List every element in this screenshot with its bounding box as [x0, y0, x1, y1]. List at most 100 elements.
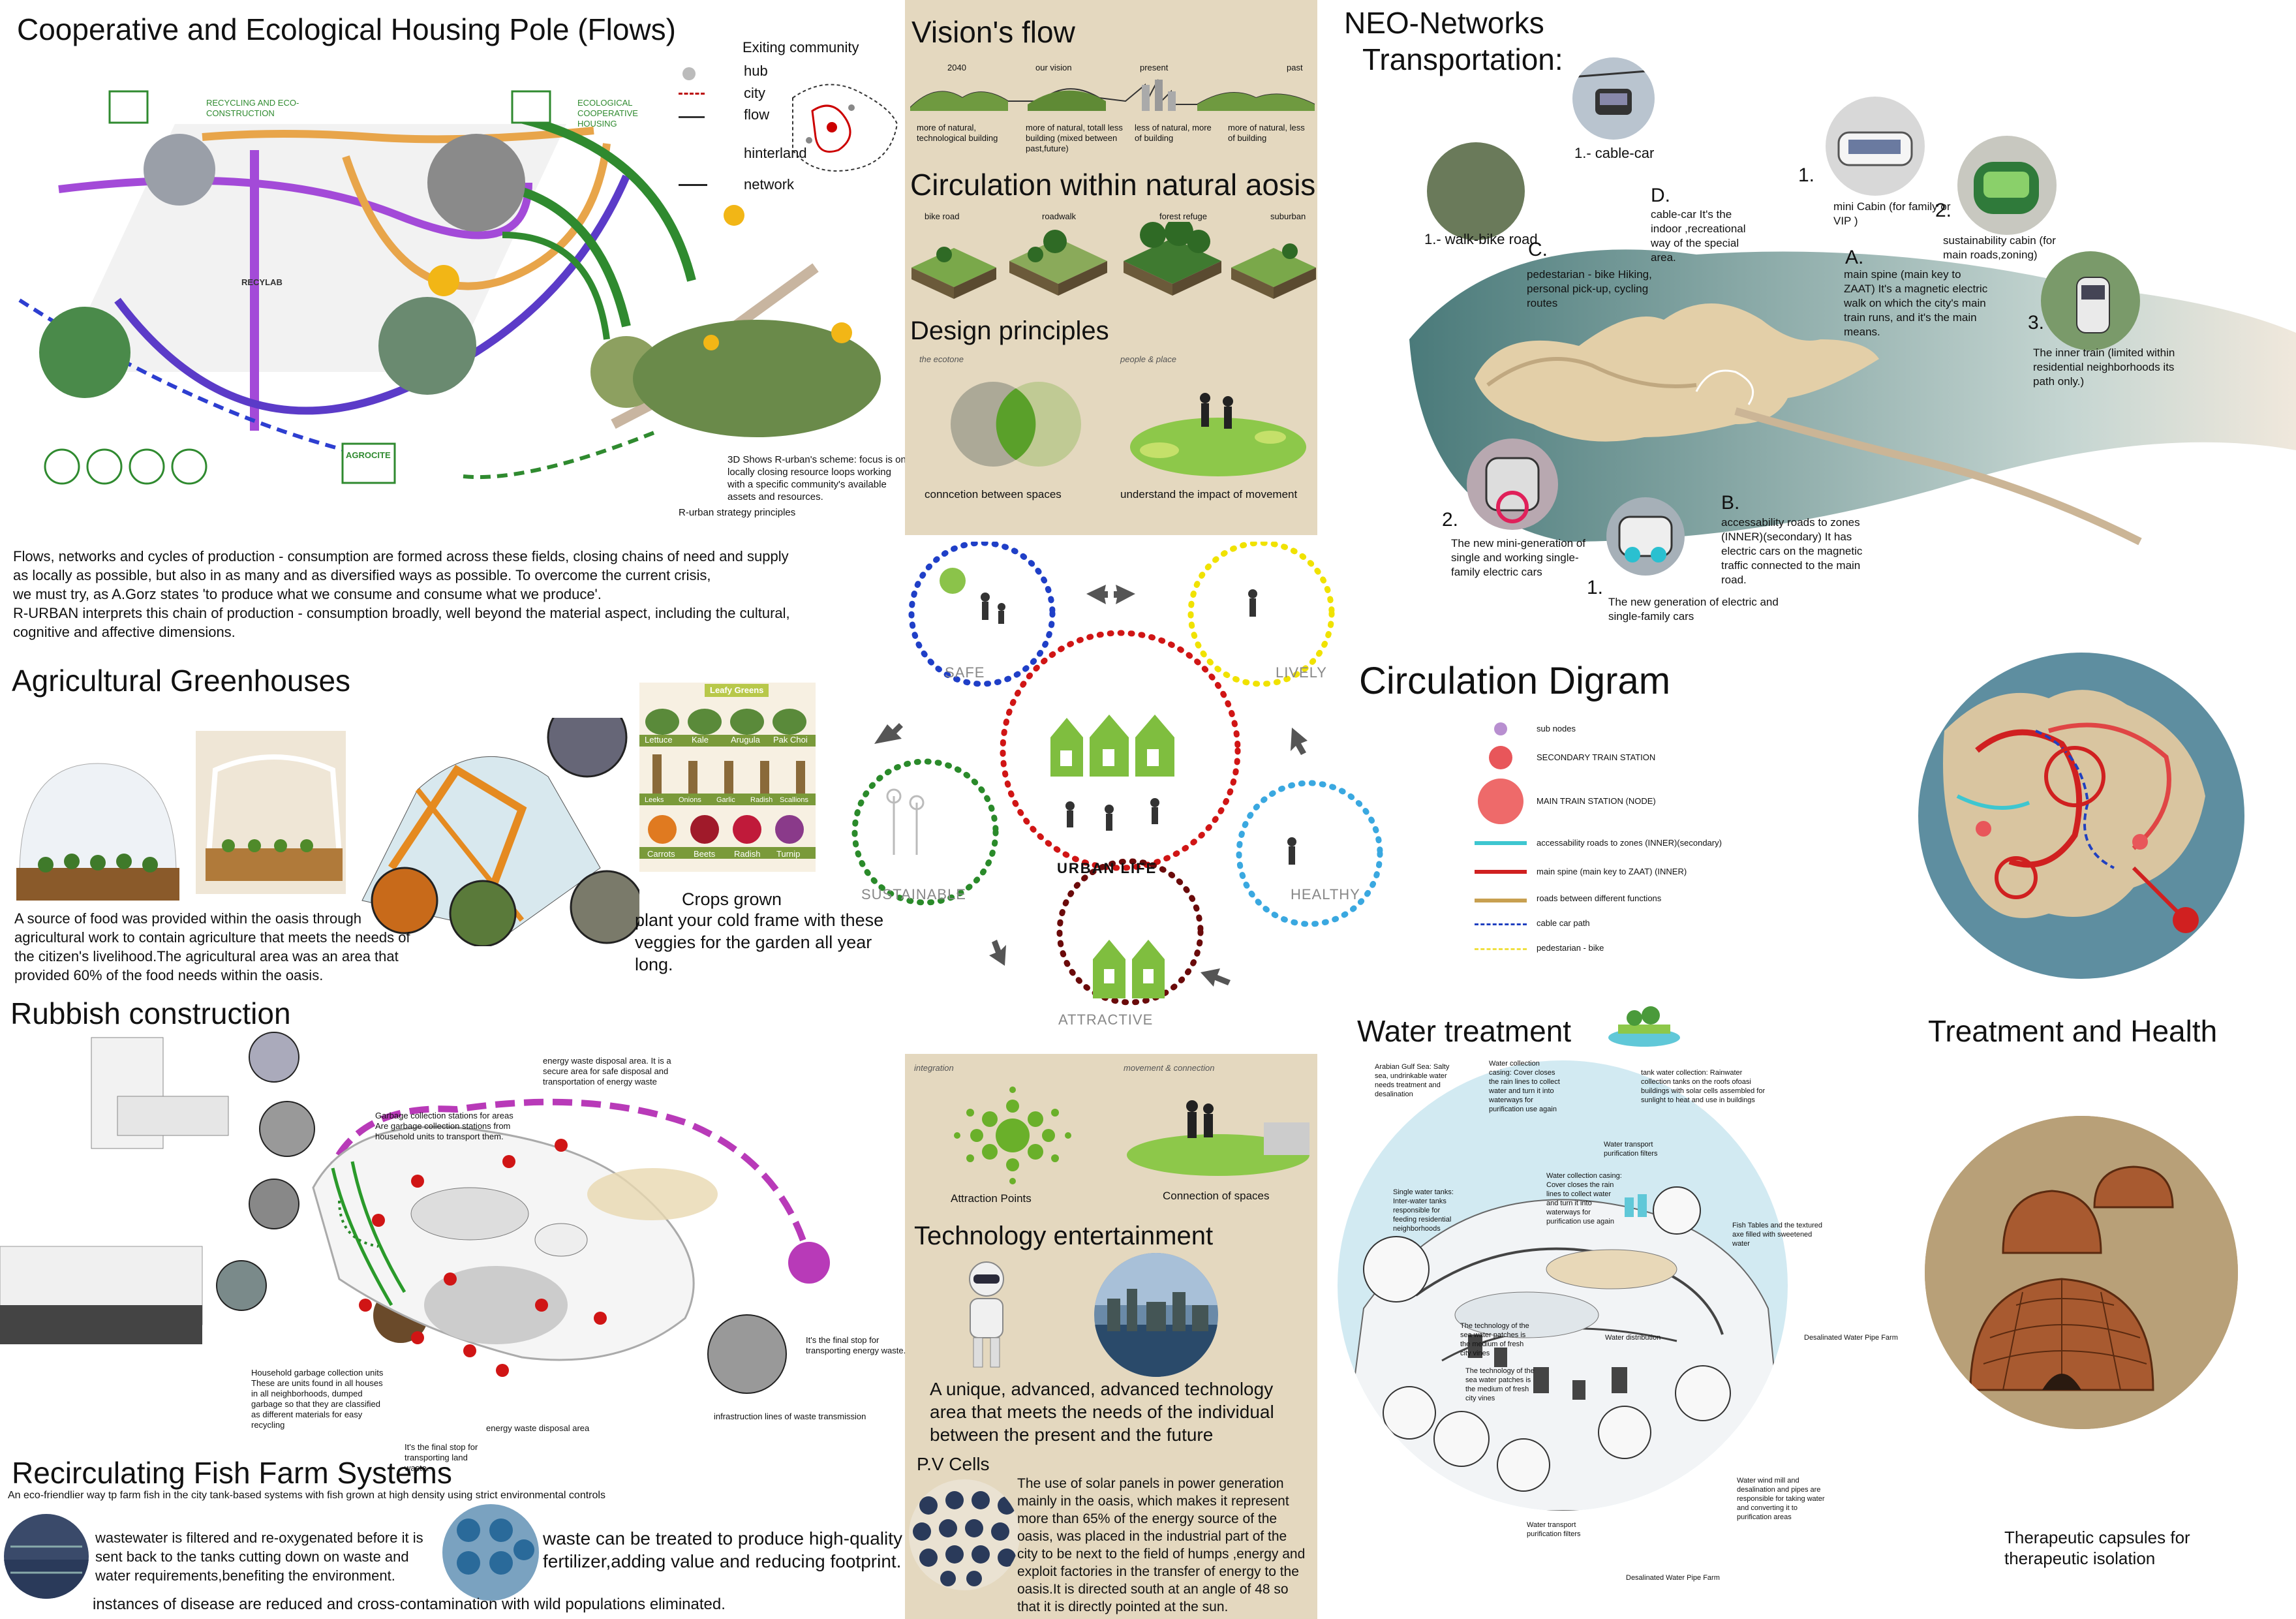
flow-marker	[679, 116, 705, 118]
fish-text-left: wastewater is filtered and re-oxygenated…	[95, 1530, 423, 1584]
flows-title: Cooperative and Ecological Housing Pole …	[17, 12, 676, 46]
fish-title: Recirculating Fish Farm Systems	[12, 1456, 452, 1490]
circ-legend-marker	[1475, 948, 1527, 950]
circ-legend-label: accessability roads to zones (INNER)(sec…	[1537, 838, 1722, 848]
circ-label-forest: forest refuge	[1159, 211, 1207, 221]
fish-bottom: instances of disease are reduced and cro…	[93, 1596, 726, 1613]
city-marker	[679, 93, 705, 95]
neo-sus-text: sustainability cabin (for main roads,zon…	[1943, 234, 2056, 261]
paragraph-line-3: we must try, as A.Gorz states 'to produc…	[13, 586, 602, 602]
circ-legend-item: roads between different functions	[1475, 887, 1801, 910]
tag-recyclab: RECYLAB	[241, 277, 283, 287]
flows-caption-scheme: 3D Shows R-urban's scheme: focus is on l…	[727, 454, 906, 502]
crop-garlic: Garlic	[716, 796, 735, 804]
rubbish-note-3: Household garbage collection units These…	[251, 1368, 384, 1430]
circ-legend-marker	[1478, 779, 1523, 824]
urban-sustainable: SUSTAINABLE	[861, 886, 966, 902]
water-note-1: Arabian Gulf Sea: Salty sea, undrinkable…	[1375, 1063, 1450, 1098]
design-sub-right: people & place	[1120, 354, 1177, 364]
legend-city: city	[744, 85, 765, 101]
circ-legend-marker	[1475, 870, 1527, 874]
circ-legend-marker	[1475, 899, 1527, 902]
city-photo	[1094, 1253, 1218, 1377]
greenhouse-title: Agricultural Greenhouses	[12, 664, 351, 698]
community-map	[792, 84, 898, 172]
rubbish-note-2: Garbage collection stations for areas Ar…	[375, 1111, 513, 1141]
water-note-7: Fish Tables and the textured axe filled …	[1732, 1222, 1822, 1248]
neo-a-letter: A.	[1845, 247, 1864, 268]
fish-subtitle: An eco-friendlier way tp farm fish in th…	[8, 1490, 605, 1501]
neo-d-letter: D.	[1651, 185, 1670, 206]
circ-legend-label: roads between different functions	[1537, 893, 1662, 903]
venn-diagram	[951, 382, 1081, 467]
fish-barrels-photo	[442, 1504, 539, 1601]
rubbish-note-7: It's the final stop for transporting ene…	[806, 1335, 906, 1355]
crop-beets: Beets	[694, 849, 716, 859]
paragraph-line-5: cognitive and affective dimensions.	[13, 624, 236, 640]
circ-label-bike: bike road	[925, 211, 960, 221]
walk-bike-photo	[1427, 142, 1525, 240]
circulation-title: Circulation Digram	[1359, 660, 1671, 702]
neo-title-line1: NEO-Networks	[1344, 6, 1544, 40]
neo-mini-num: 1.	[1798, 164, 1815, 186]
ent-sub-right: movement & connection	[1124, 1063, 1215, 1073]
water-icon	[1608, 1006, 1680, 1047]
circ-label-roadwalk: roadwalk	[1042, 211, 1077, 221]
vision-caption-2: more of natural, totall less building (m…	[1026, 123, 1123, 153]
pv-text: The use of solar panels in power generat…	[1017, 1476, 1306, 1614]
crops-text: plant your cold frame with these veggies…	[635, 910, 884, 974]
legend-flow: flow	[744, 106, 770, 123]
crop-kale: Kale	[692, 735, 709, 745]
legend-community: Exiting community	[742, 39, 859, 55]
flows-caption-principles: R-urban strategy principles	[679, 507, 796, 518]
circ-legend-label: main spine (main key to ZAAT) (INNER)	[1537, 867, 1687, 876]
circ-legend-marker	[1475, 923, 1527, 925]
water-note-6: Single water tanks: Inter-water tanks re…	[1393, 1188, 1454, 1233]
circulation-map	[1918, 653, 2244, 979]
paragraph-line-1: Flows, networks and cycles of production…	[13, 548, 789, 564]
neo-title-line2: Transportation:	[1362, 42, 1563, 76]
vision-title: Vision's flow	[911, 15, 1075, 49]
circ-legend-item: cable car path	[1475, 912, 1801, 934]
vision-label-2040: 2040	[947, 63, 966, 72]
water-note-9: Water distribution	[1605, 1334, 1661, 1342]
health-title: Treatment and Health	[1928, 1014, 2218, 1048]
urban-safe: SAFE	[945, 664, 985, 681]
vision-caption-4: more of natural, less of building	[1228, 123, 1305, 143]
crop-leeks: Leeks	[645, 796, 664, 804]
crop-radish-2: Radish	[734, 849, 761, 859]
crops-leafy: Leafy Greens	[705, 684, 769, 697]
greenhouse-illustrations	[16, 718, 639, 946]
vision-strip	[910, 79, 1315, 111]
circ-legend-marker	[1494, 722, 1507, 735]
water-note-13: Water transport purification filters	[1527, 1521, 1581, 1538]
vision-caption-3: less of natural, more of building	[1135, 123, 1212, 143]
crop-turnip: Turnip	[776, 849, 801, 859]
rubbish-note-5: energy waste disposal area	[486, 1423, 590, 1433]
neo-gen1-num: 1.	[1587, 577, 1604, 598]
neo-walk: 1.- walk-bike road	[1424, 231, 1538, 247]
robot-graphic	[969, 1261, 1004, 1368]
tag-agrocite: AGROCITE	[346, 450, 391, 460]
crop-carrots: Carrots	[647, 849, 675, 859]
circ-legend-label: pedestarian - bike	[1537, 943, 1604, 953]
circ-blocks	[911, 222, 1316, 299]
circ-title: Circulation within natural aosis	[910, 168, 1316, 202]
paragraph-line-2: as locally as possible, but also in as m…	[13, 567, 711, 583]
crop-radish: Radish	[750, 796, 773, 804]
circ-legend-label: cable car path	[1537, 918, 1590, 928]
design-title: Design principles	[910, 316, 1109, 345]
neo-b-text: accessability roads to zones (INNER)(sec…	[1721, 516, 1863, 586]
rubbish-note-1: energy waste disposal area. It is a secu…	[543, 1056, 671, 1087]
design-sub-left: the ecotone	[919, 354, 964, 364]
water-note-11: Desalinated Water Pipe Farm	[1804, 1334, 1898, 1342]
neo-b-letter: B.	[1721, 492, 1740, 514]
crop-arugula: Arugula	[731, 735, 760, 745]
fish-tank-photo	[4, 1514, 89, 1599]
water-title: Water treatment	[1357, 1014, 1572, 1048]
ent-cap-right: Connection of spaces	[1163, 1190, 1270, 1202]
rubbish-title: Rubbish construction	[10, 996, 291, 1030]
legend-hinterland: hinterland	[744, 145, 807, 161]
water-note-5: Water collection casing: Cover closes th…	[1546, 1172, 1622, 1226]
